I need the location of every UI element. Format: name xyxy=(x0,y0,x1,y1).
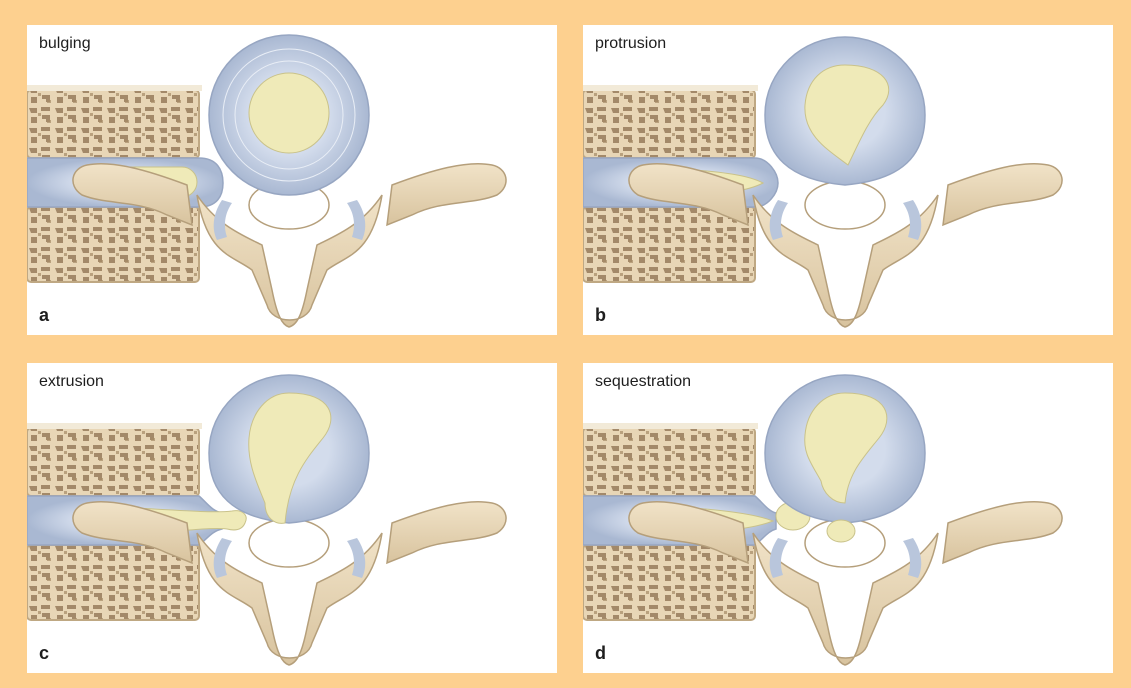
panel-extrusion: extrusion c xyxy=(27,363,557,673)
panel-protrusion: protrusion b xyxy=(583,25,1113,335)
extrusion-illustration xyxy=(27,363,557,673)
panel-letter: d xyxy=(595,643,606,664)
bulging-illustration xyxy=(27,25,557,335)
protrusion-illustration xyxy=(583,25,1113,335)
panel-bulging: bulging a xyxy=(27,25,557,335)
sequestration-illustration xyxy=(583,363,1113,673)
panel-letter: b xyxy=(595,305,606,326)
panel-letter: c xyxy=(39,643,49,664)
panel-letter: a xyxy=(39,305,49,326)
sequestered-fragment-axial xyxy=(827,520,855,542)
panel-sequestration: sequestration d xyxy=(583,363,1113,673)
